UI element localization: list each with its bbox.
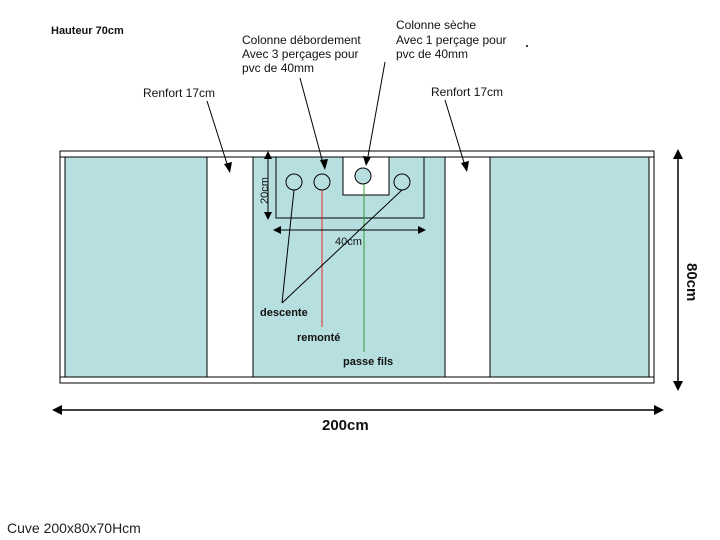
hole-3 — [393, 173, 411, 191]
compartment-left — [64, 156, 208, 378]
dim-20cm-label: 20cm — [259, 177, 271, 204]
dim-40cm-arrow-right — [418, 226, 426, 234]
hole-2 — [313, 173, 331, 191]
descent-pointer-2 — [281, 189, 403, 304]
dim-200cm-arrow-right — [654, 405, 664, 415]
tank-bottom-rim — [59, 376, 655, 384]
reinforcement-right — [444, 156, 491, 378]
height-label: Hauteur 70cm — [51, 25, 124, 37]
dim-40cm-label: 40cm — [335, 236, 362, 248]
caption: Cuve 200x80x70Hcm — [7, 520, 141, 536]
stray-dot — [526, 45, 528, 47]
dim-200cm-label: 200cm — [322, 417, 369, 434]
dry-column-title: Colonne sèche — [396, 18, 477, 32]
descent-pointer-1 — [281, 189, 295, 304]
dry-leader-arrow — [363, 156, 371, 166]
dim-80cm-arrow-bottom — [673, 381, 683, 391]
dim-80cm-label: 80cm — [683, 263, 700, 302]
reinforcement-left-label: Renfort 17cm — [143, 86, 216, 100]
hole-dry — [354, 167, 372, 185]
compartment-right — [489, 156, 650, 378]
dim-20cm-arrow-bottom — [264, 212, 272, 220]
remonte-label: remonté — [297, 332, 341, 344]
renfort-left-leader — [206, 100, 230, 171]
renfort-right-leader — [444, 99, 467, 170]
dim-80cm-arrow-top — [673, 149, 683, 159]
overflow-column-line-2: Avec 3 perçages pour — [242, 47, 359, 61]
overflow-leader-arrow — [320, 159, 328, 170]
dim-20cm-arrow-top — [264, 151, 272, 159]
dry-column-line-3: pvc de 40mm — [396, 47, 469, 61]
renfort-left-leader-arrow — [224, 162, 232, 173]
descente-label: descente — [260, 307, 308, 319]
overflow-leader — [299, 77, 325, 168]
reinforcement-right-label: Renfort 17cm — [431, 85, 504, 99]
tank-top-rim — [59, 150, 655, 158]
dry-leader — [366, 61, 386, 163]
dim-40cm-arrow-left — [273, 226, 281, 234]
renfort-right-leader-arrow — [461, 161, 469, 172]
hole-1 — [285, 173, 303, 191]
dry-column-line-2: Avec 1 perçage pour — [396, 33, 507, 47]
dim-200cm-arrow-left — [52, 405, 62, 415]
reinforcement-left — [206, 156, 254, 378]
passe-fils-label: passe fils — [343, 356, 394, 368]
overflow-column-title: Colonne débordement — [242, 33, 361, 47]
overflow-column-line-3: pvc de 40mm — [242, 61, 315, 75]
